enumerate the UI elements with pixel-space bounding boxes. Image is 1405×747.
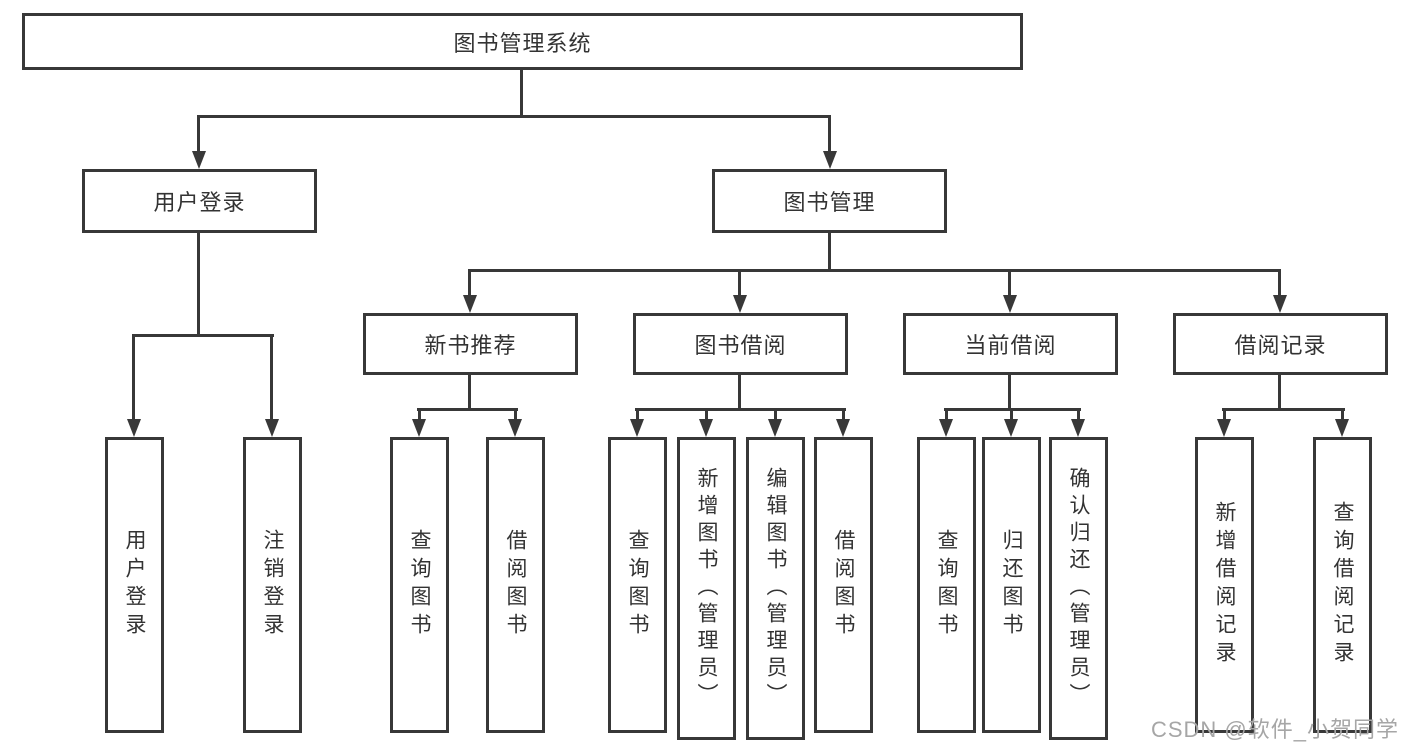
arrow-down-icon: [699, 419, 713, 437]
connector-line: [1223, 408, 1226, 424]
connector-line: [1341, 408, 1344, 424]
node-add-books-admin: 新增图书（管理员）: [677, 437, 736, 740]
connector-line: [1077, 408, 1080, 424]
node-return-books: 归还图书: [982, 437, 1041, 733]
connector-line: [945, 408, 948, 424]
arrow-down-icon: [127, 419, 141, 437]
node-borrow-books-recommend: 借阅图书: [486, 437, 545, 733]
arrow-down-icon: [1003, 295, 1017, 313]
connector-line: [468, 375, 471, 411]
connector-line: [270, 334, 273, 422]
connector-line: [132, 334, 135, 422]
arrow-down-icon: [939, 419, 953, 437]
arrow-down-icon: [265, 419, 279, 437]
node-label: 归还图书: [1000, 529, 1023, 641]
node-borrowing-records: 借阅记录: [1173, 313, 1388, 375]
arrow-down-icon: [1071, 419, 1085, 437]
arrow-down-icon: [733, 295, 747, 313]
node-label: 确认归还（管理员）: [1067, 467, 1090, 710]
connector-line: [1008, 375, 1011, 411]
watermark-text: CSDN @软件_小贺同学: [1150, 717, 1399, 742]
connector-line: [418, 408, 421, 424]
node-current-borrowing: 当前借阅: [903, 313, 1118, 375]
node-new-book-recommendation: 新书推荐: [363, 313, 578, 375]
connector-line: [197, 115, 831, 118]
arrow-down-icon: [836, 419, 850, 437]
connector-line: [514, 408, 517, 424]
node-label: 查询图书: [626, 529, 649, 641]
connector-line: [1278, 375, 1281, 411]
connector-line: [828, 233, 831, 272]
connector-line: [1010, 408, 1013, 424]
node-book-management: 图书管理: [712, 169, 947, 233]
connector-line: [468, 269, 471, 299]
node-borrow-books-borrowing: 借阅图书: [814, 437, 873, 733]
connector-line: [828, 115, 831, 155]
arrow-down-icon: [630, 419, 644, 437]
node-label: 查询图书: [935, 529, 958, 641]
node-query-books-recommend: 查询图书: [390, 437, 449, 733]
connector-line: [520, 70, 523, 117]
node-label: 查询图书: [408, 529, 431, 641]
arrow-down-icon: [1004, 419, 1018, 437]
connector-line: [636, 408, 639, 424]
node-label: 编辑图书（管理员）: [764, 467, 787, 710]
connector-line: [738, 269, 741, 299]
node-label: 用户登录: [123, 529, 146, 641]
node-user-login-leaf: 用户登录: [105, 437, 164, 733]
arrow-down-icon: [1273, 295, 1287, 313]
node-label: 注销登录: [261, 529, 284, 641]
arrow-down-icon: [1217, 419, 1231, 437]
connector-line: [1222, 408, 1345, 411]
connector-line: [705, 408, 708, 424]
arrow-down-icon: [192, 151, 206, 169]
node-label: 借阅图书: [832, 529, 855, 641]
node-book-borrowing: 图书借阅: [633, 313, 848, 375]
arrow-down-icon: [412, 419, 426, 437]
node-query-books-borrowing: 查询图书: [608, 437, 667, 733]
connector-line: [197, 115, 200, 155]
connector-line: [842, 408, 845, 424]
node-label: 查询借阅记录: [1331, 501, 1354, 669]
arrow-down-icon: [823, 151, 837, 169]
connector-line: [738, 375, 741, 411]
arrow-down-icon: [508, 419, 522, 437]
connector-line: [197, 233, 200, 337]
node-user-login: 用户登录: [82, 169, 317, 233]
node-label: 新增借阅记录: [1213, 501, 1236, 669]
connector-line: [132, 334, 274, 337]
connector-line: [635, 408, 846, 411]
connector-line: [1278, 269, 1281, 299]
node-query-books-current: 查询图书: [917, 437, 976, 733]
connector-line: [1008, 269, 1011, 299]
connector-line: [774, 408, 777, 424]
arrow-down-icon: [1335, 419, 1349, 437]
connector-line: [417, 408, 518, 411]
node-library-management-system: 图书管理系统: [22, 13, 1023, 70]
node-label: 新增图书（管理员）: [695, 467, 718, 710]
node-confirm-return-admin: 确认归还（管理员）: [1049, 437, 1108, 740]
arrow-down-icon: [768, 419, 782, 437]
node-edit-books-admin: 编辑图书（管理员）: [746, 437, 805, 740]
node-add-borrow-record: 新增借阅记录: [1195, 437, 1254, 733]
node-query-borrow-record: 查询借阅记录: [1313, 437, 1372, 733]
arrow-down-icon: [463, 295, 477, 313]
node-label: 借阅图书: [504, 529, 527, 641]
node-logout: 注销登录: [243, 437, 302, 733]
connector-line: [468, 269, 1281, 272]
